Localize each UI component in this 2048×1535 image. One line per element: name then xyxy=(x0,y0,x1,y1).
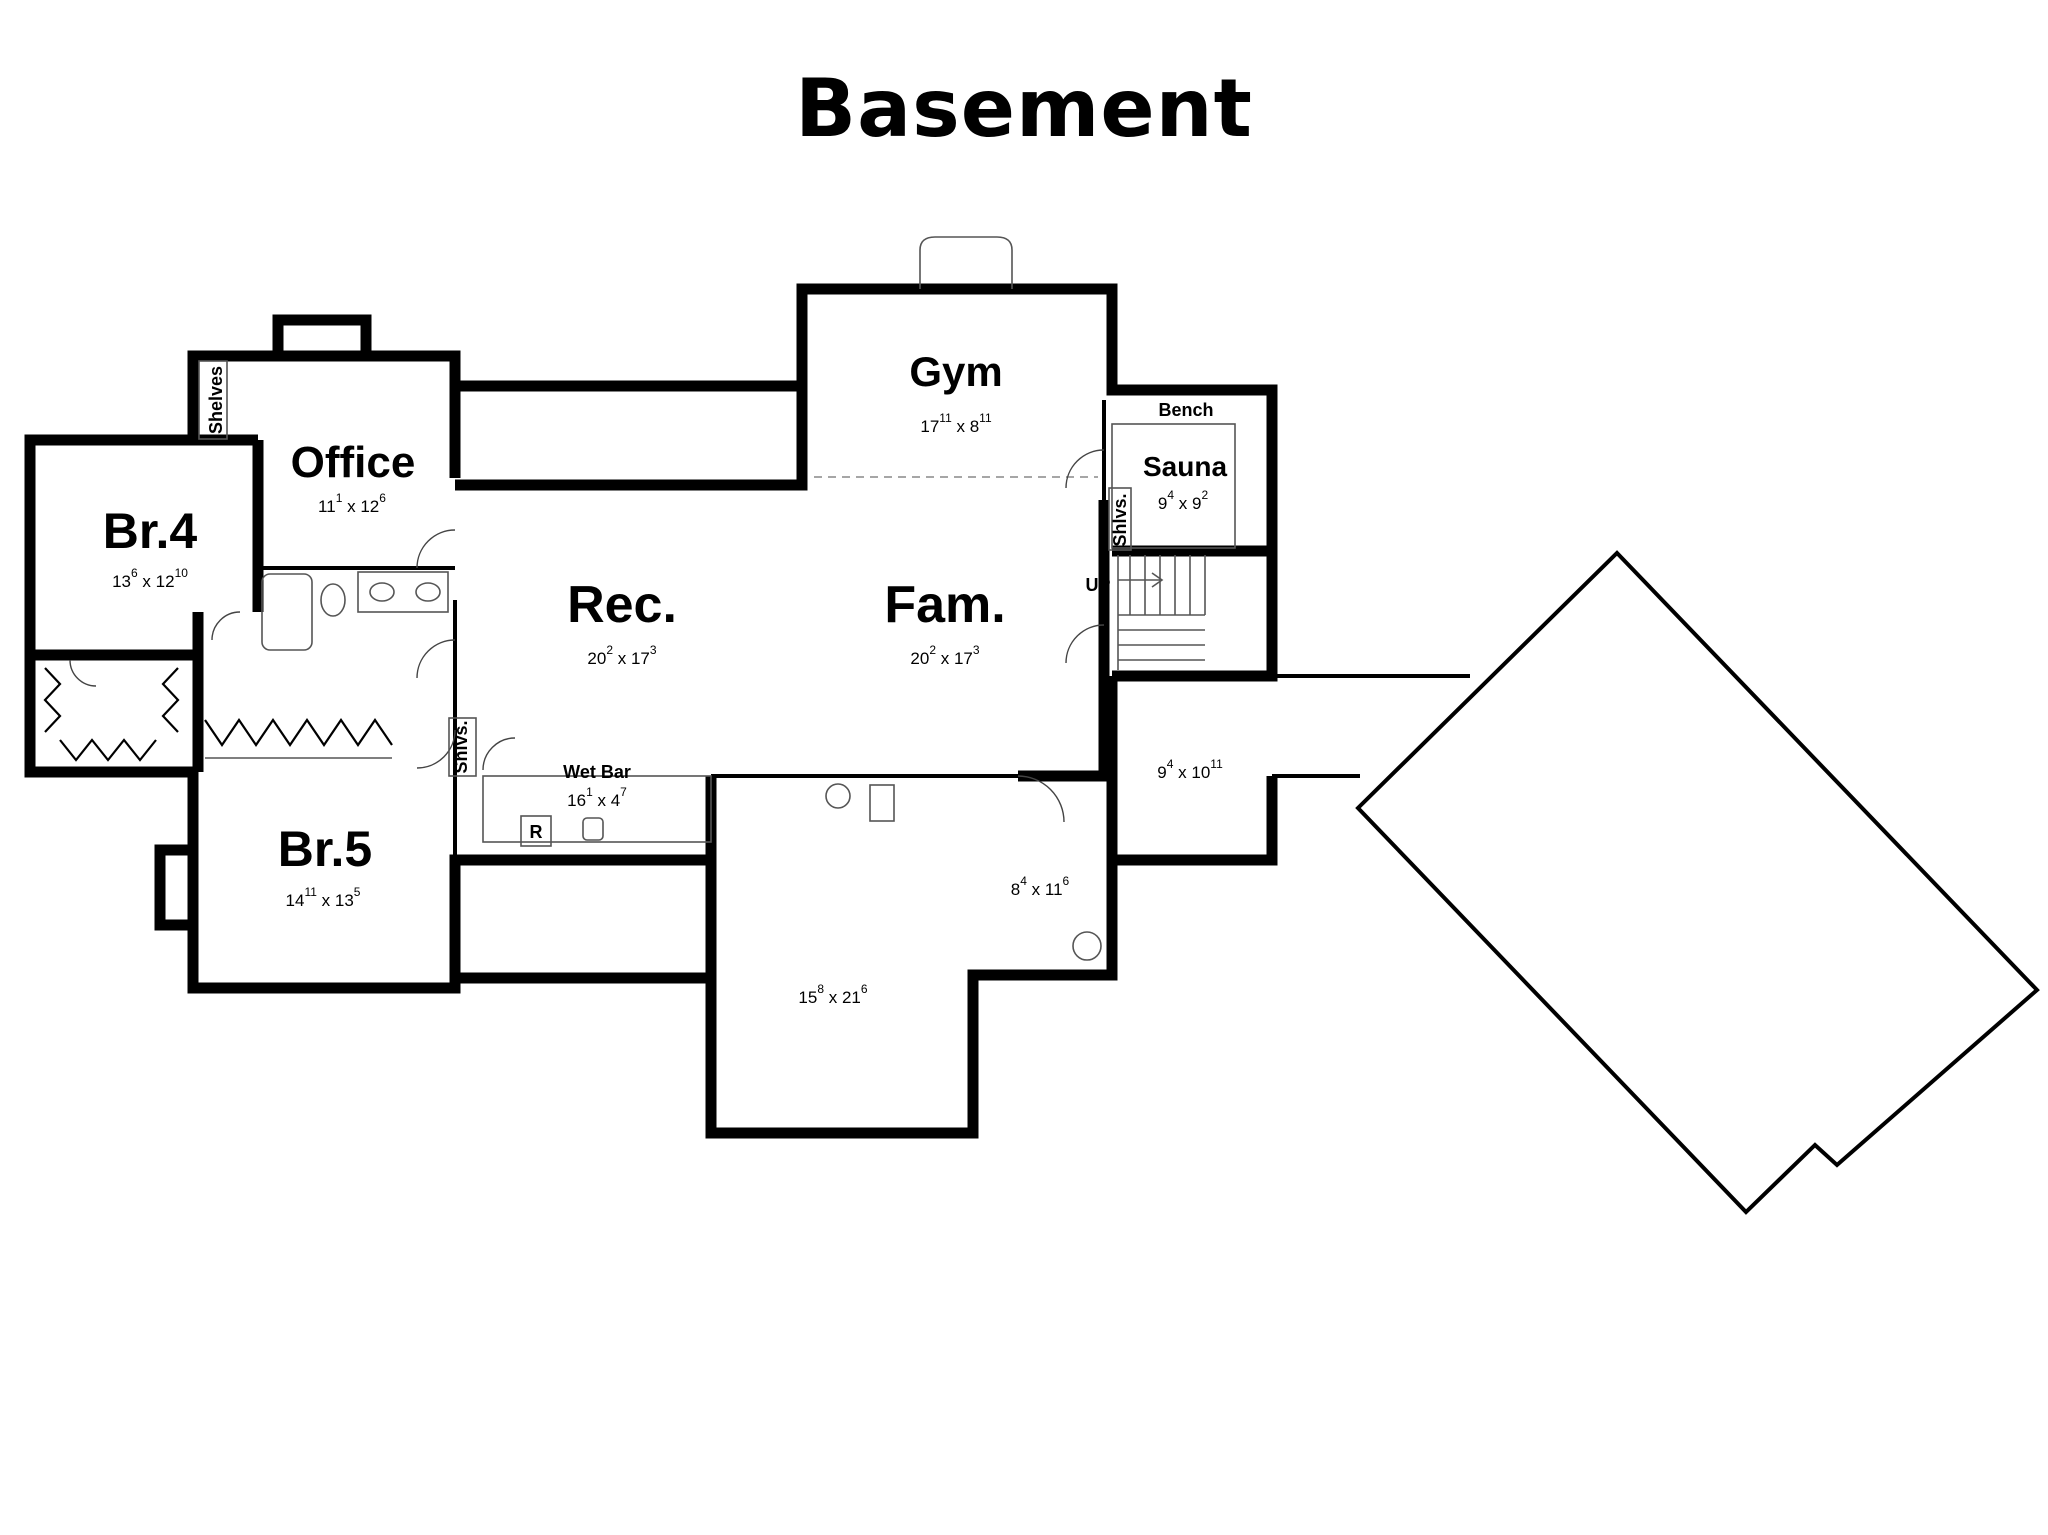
room-dim-wetbar: 161 x 47 xyxy=(567,785,627,810)
bath-vanity xyxy=(357,571,449,613)
refrigerator xyxy=(520,815,552,847)
room-name-br5: Br.5 xyxy=(278,821,373,877)
wet-bar-counter xyxy=(482,775,712,843)
north-connector xyxy=(455,380,808,491)
label-up: UP xyxy=(1085,575,1110,595)
main-east-wall xyxy=(1018,500,1110,782)
water-heater xyxy=(1072,931,1102,961)
gym-walls xyxy=(796,283,1278,557)
room-name-gym: Gym xyxy=(909,348,1002,395)
fixtures xyxy=(43,236,1236,961)
room-dim-br5: 1411 x 135 xyxy=(286,885,361,910)
label-shelves: Shelves xyxy=(206,366,226,434)
sink-right xyxy=(415,582,441,602)
label-refrigerator: R xyxy=(530,822,543,842)
room-name-fam: Fam. xyxy=(884,576,1005,634)
room-name-office: Office xyxy=(291,438,416,487)
hall-walls xyxy=(1106,676,1278,866)
office-shelves-box xyxy=(198,360,228,440)
room-dim-fam: 202 x 173 xyxy=(910,643,979,668)
sink-left xyxy=(369,582,395,602)
room-dim-br4: 136 x 1210 xyxy=(112,566,188,591)
room-dim-rec: 202 x 173 xyxy=(587,643,656,668)
room-dim-gym: 1711 x 811 xyxy=(920,411,992,436)
room-name-br4: Br.4 xyxy=(103,503,198,559)
gym-shelves-box xyxy=(1108,487,1132,551)
br4-closet-rods xyxy=(43,667,180,762)
label-bench: Bench xyxy=(1158,400,1213,420)
label-shlvs-gym: Shlvs. xyxy=(1110,493,1130,546)
room-labels: Br.4 136 x 1210 Office 111 x 126 Gym 171… xyxy=(103,348,1228,1007)
room-name-wetbar: Wet Bar xyxy=(563,762,631,782)
sauna-bench xyxy=(1111,423,1236,549)
plan-title: Basement xyxy=(795,62,1253,155)
br5-window-bump xyxy=(154,844,193,931)
br4-walls xyxy=(24,434,258,778)
stair-walls xyxy=(1112,545,1278,682)
garage-outline xyxy=(1355,550,2040,1215)
label-shlvs-bar: Shlvs. xyxy=(451,720,471,773)
br5-closet-rods xyxy=(204,718,393,759)
br5-walls xyxy=(187,772,711,994)
bathtub xyxy=(261,573,313,651)
room-dim-sauna: 94 x 92 xyxy=(1158,488,1209,513)
room-dim-mech: 84 x 116 xyxy=(1011,874,1070,899)
bar-sink xyxy=(582,817,604,841)
door-swings xyxy=(69,449,1105,823)
office-bump xyxy=(272,314,372,356)
mech-walls xyxy=(705,776,1118,1139)
room-name-rec: Rec. xyxy=(567,576,677,634)
stairs xyxy=(1117,555,1206,670)
gym-window-well xyxy=(919,236,1013,289)
furnace-round xyxy=(825,783,851,809)
toilet xyxy=(320,583,346,617)
office-walls xyxy=(187,350,461,478)
room-dim-storage: 158 x 216 xyxy=(798,982,867,1007)
furnace xyxy=(869,784,895,822)
walls xyxy=(24,283,1470,1139)
room-dim-office: 111 x 126 xyxy=(318,491,386,516)
bar-shelves-box xyxy=(448,717,477,777)
room-dim-hall: 94 x 1011 xyxy=(1157,757,1223,782)
room-name-sauna: Sauna xyxy=(1143,451,1227,482)
